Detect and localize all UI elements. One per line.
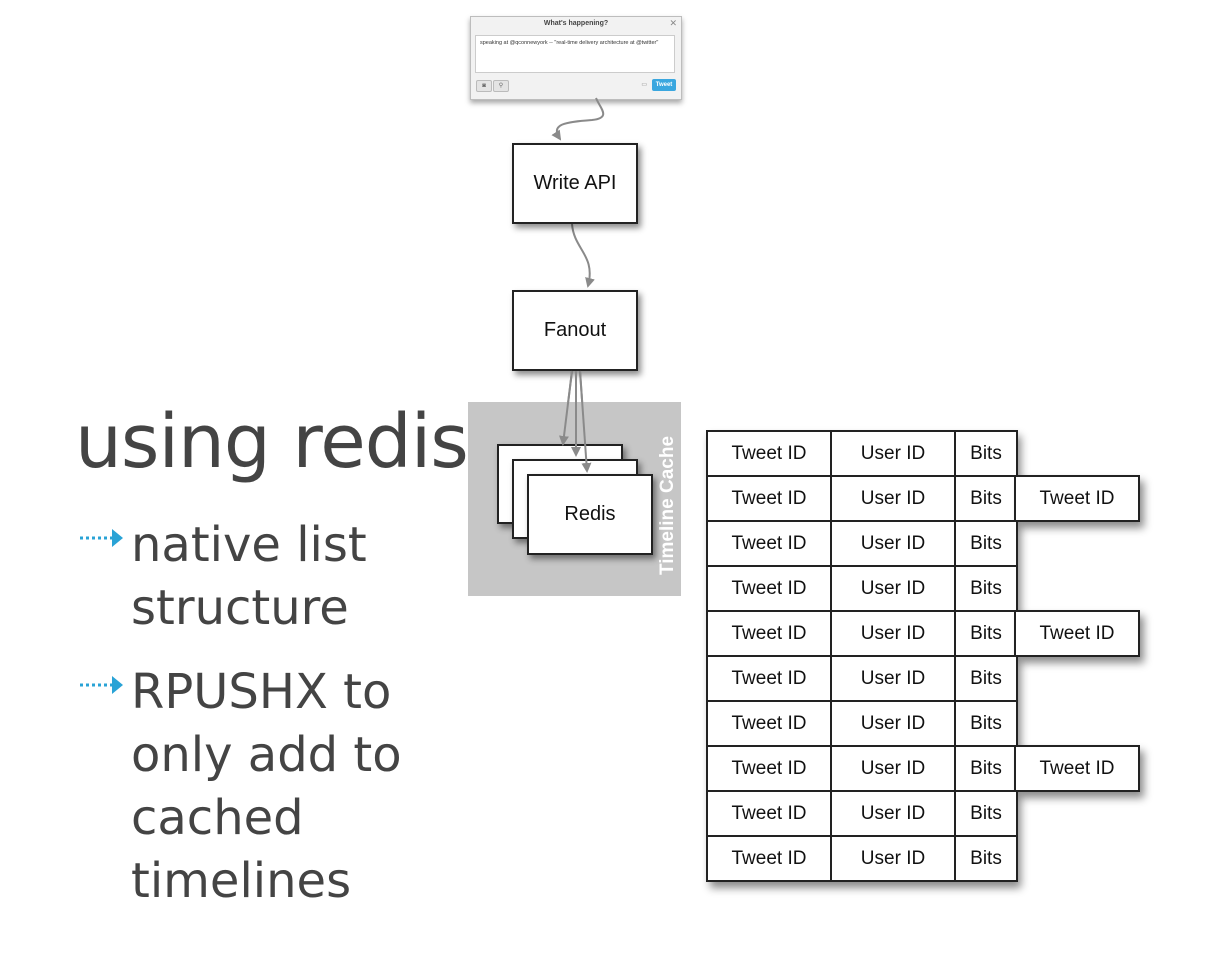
- table-cell: Tweet ID: [706, 520, 832, 567]
- table-cell: Tweet ID: [706, 790, 832, 837]
- tweet-dialog: What's happening? ✕ speaking at @qconnew…: [470, 16, 682, 100]
- redis-box: Redis: [527, 474, 653, 555]
- bullet-line: timelines: [131, 853, 352, 909]
- table-extra-cell: Tweet ID: [1014, 745, 1140, 792]
- table-cell: Tweet ID: [706, 700, 832, 747]
- table-cell: Bits: [954, 655, 1018, 702]
- slide-title: using redis: [75, 399, 469, 485]
- table-cell: Bits: [954, 790, 1018, 837]
- table-cell: Tweet ID: [706, 610, 832, 657]
- bullet-line: only add to: [131, 727, 402, 783]
- close-icon[interactable]: ✕: [669, 18, 677, 28]
- table-extra-cell: Tweet ID: [1014, 475, 1140, 522]
- char-count-icon: ▭: [641, 82, 647, 88]
- table-cell: Tweet ID: [706, 745, 832, 792]
- table-cell: Bits: [954, 745, 1018, 792]
- table-cell: User ID: [830, 520, 956, 567]
- table-cell: User ID: [830, 655, 956, 702]
- table-cell: Tweet ID: [706, 475, 832, 522]
- dotted-arrow-icon: [80, 529, 123, 547]
- table-cell: Tweet ID: [706, 430, 832, 477]
- fanout-box: Fanout: [512, 290, 638, 371]
- camera-icon[interactable]: ◙: [476, 80, 492, 92]
- table-cell: Tweet ID: [706, 655, 832, 702]
- dotted-arrow-icon: [80, 676, 123, 694]
- write-api-box: Write API: [512, 143, 638, 224]
- table-cell: User ID: [830, 835, 956, 882]
- bullet-text: native list structure: [131, 514, 460, 640]
- table-extra-cell: Tweet ID: [1014, 610, 1140, 657]
- table-cell: User ID: [830, 745, 956, 792]
- table-cell: User ID: [830, 565, 956, 612]
- tweet-textarea[interactable]: speaking at @qconnewyork -- "real-time d…: [475, 35, 675, 73]
- table-cell: Bits: [954, 610, 1018, 657]
- arrow-dialog-to-write: [551, 97, 605, 141]
- table-cell: Bits: [954, 700, 1018, 747]
- table-cell: User ID: [830, 790, 956, 837]
- table-cell: User ID: [830, 475, 956, 522]
- table-cell: User ID: [830, 430, 956, 477]
- table-cell: Bits: [954, 520, 1018, 567]
- dialog-title: What's happening?: [543, 20, 609, 27]
- table-cell: Tweet ID: [706, 565, 832, 612]
- bullet-text: RPUSHX to only add to cached timelines: [131, 661, 460, 913]
- bullet-line: RPUSHX to: [131, 664, 392, 720]
- table-cell: Tweet ID: [706, 835, 832, 882]
- table-cell: Bits: [954, 835, 1018, 882]
- arrow-write-to-fanout: [571, 223, 595, 288]
- table-cell: User ID: [830, 610, 956, 657]
- table-cell: Bits: [954, 565, 1018, 612]
- bullet-line: native list: [131, 517, 367, 573]
- tweet-button[interactable]: Tweet: [652, 79, 676, 91]
- bullet-native-list: native list structure: [80, 514, 460, 640]
- table-cell: Bits: [954, 430, 1018, 477]
- bullet-line: cached: [131, 790, 304, 846]
- location-icon[interactable]: ⚲: [493, 80, 509, 92]
- table-cell: User ID: [830, 700, 956, 747]
- table-cell: Bits: [954, 475, 1018, 522]
- bullet-rpushx: RPUSHX to only add to cached timelines: [80, 661, 460, 913]
- bullet-line: structure: [131, 580, 349, 636]
